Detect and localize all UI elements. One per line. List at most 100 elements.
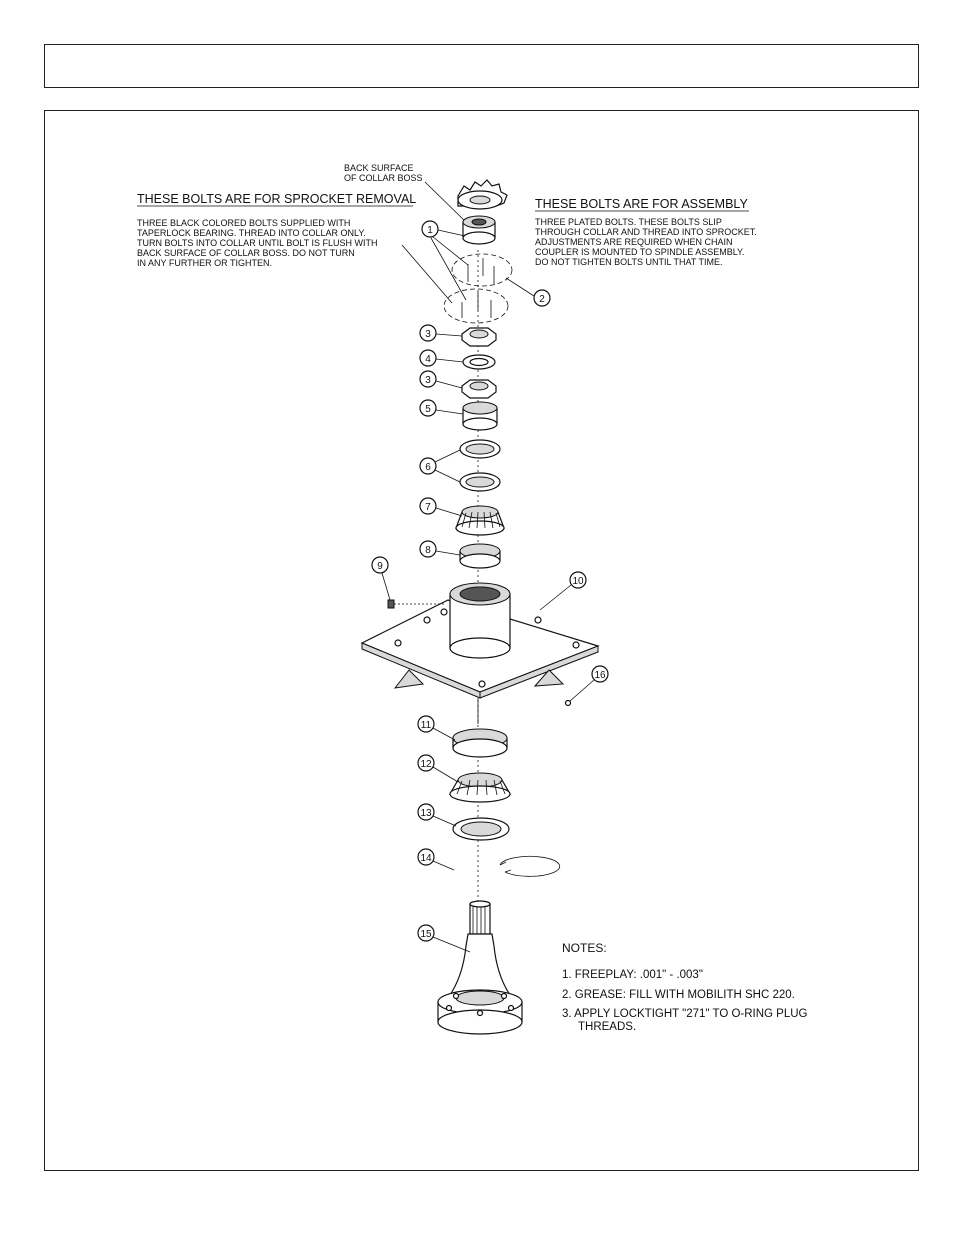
callout-5-circle <box>419 399 437 417</box>
leader-10 <box>539 584 572 611</box>
leader-3a <box>435 333 463 337</box>
spacer <box>462 401 498 431</box>
leader-9 <box>381 572 391 601</box>
callout-16-label: 16 <box>594 670 606 681</box>
sprocket <box>457 179 508 210</box>
leader-2 <box>505 277 535 297</box>
callout-6-circle <box>419 457 437 475</box>
seal-upper <box>459 439 501 459</box>
taperlock-collar <box>462 215 496 245</box>
leader-5 <box>435 409 464 415</box>
callout-12-circle <box>417 754 435 772</box>
callout-15-circle <box>417 924 435 942</box>
callout-3a-label: 3 <box>425 329 431 340</box>
right-line-4: COUPLER IS MOUNTED TO SPINDLE ASSEMBLY. <box>535 247 744 257</box>
leader-4 <box>435 358 464 363</box>
assembly-bolts <box>467 258 495 284</box>
leader-1b <box>432 236 469 266</box>
left-heading: THESE BOLTS ARE FOR SPROCKET REMOVAL <box>137 192 416 206</box>
callout-5-label: 5 <box>425 404 431 415</box>
leader-6b <box>434 469 461 483</box>
leader-13 <box>432 815 457 827</box>
diagram-frame <box>44 110 919 1171</box>
o-ring-plug <box>564 699 572 707</box>
callout-11-circle <box>417 715 435 733</box>
notes-heading: NOTES: <box>562 941 607 955</box>
right-heading: THESE BOLTS ARE FOR ASSEMBLY <box>535 197 748 211</box>
spindle-shaft <box>437 900 523 1035</box>
leader-11 <box>432 727 456 741</box>
left-line-1: THREE BLACK COLORED BOLTS SUPPLIED WITH <box>137 218 350 228</box>
back-surface-label-line2: OF COLLAR BOSS <box>344 173 423 183</box>
removal-bolts <box>461 292 492 318</box>
leader-12 <box>432 766 459 783</box>
callout-13-circle <box>417 803 435 821</box>
callout-10-label: 10 <box>572 576 584 587</box>
callout-4-label: 4 <box>425 354 431 365</box>
header-box <box>44 44 919 88</box>
lock-nut-bottom <box>461 379 497 399</box>
leader-3b <box>435 380 463 389</box>
right-line-3: ADJUSTMENTS ARE REQUIRED WHEN CHAIN <box>535 237 733 247</box>
callout-2-circle <box>533 289 551 307</box>
note-1: 1. FREEPLAY: .001" - .003" <box>562 969 703 981</box>
left-line-5: IN ANY FURTHER OR TIGHTEN. <box>137 258 272 268</box>
callout-10-circle <box>569 571 587 589</box>
callout-12-label: 12 <box>420 759 432 770</box>
left-line-4: BACK SURFACE OF COLLAR BOSS. DO NOT TURN <box>137 248 355 258</box>
bearing-cone-lower <box>448 772 512 803</box>
assembly-bolts-circle <box>451 253 513 287</box>
right-line-1: THREE PLATED BOLTS. THESE BOLTS SLIP <box>535 217 722 227</box>
callout-16-circle <box>591 665 609 683</box>
callout-13-label: 13 <box>420 808 432 819</box>
back-surface-label-line1: BACK SURFACE <box>344 163 414 173</box>
callout-7-circle <box>419 497 437 515</box>
leader-15 <box>432 936 471 953</box>
callout-3b-label: 3 <box>425 375 431 386</box>
note-3-continued: THREADS. <box>578 1021 636 1033</box>
callout-9-circle <box>371 556 389 574</box>
callout-14-circle <box>417 848 435 866</box>
leader-6a <box>434 449 461 463</box>
bearing-cup-lower <box>452 728 508 758</box>
left-line-2: TAPERLOCK BEARING. THREAD INTO COLLAR ON… <box>137 228 366 238</box>
note-2: 2. GREASE: FILL WITH MOBILITH SHC 220. <box>562 989 795 1001</box>
callout-4-circle <box>419 349 437 367</box>
leader-1a <box>437 229 466 237</box>
seal-lower <box>459 472 501 492</box>
grease-fitting <box>387 599 446 609</box>
callout-11-label: 11 <box>421 720 432 731</box>
callout-1-label: 1 <box>427 225 433 236</box>
callout-3b-circle <box>419 370 437 388</box>
callout-9-label: 9 <box>377 561 383 572</box>
removal-bolts-circle <box>443 288 509 324</box>
leader-8 <box>435 550 461 556</box>
callout-3a-circle <box>419 324 437 342</box>
callout-14-label: 14 <box>420 853 432 864</box>
bearing-cone-upper <box>455 505 505 536</box>
leader-7 <box>435 507 463 517</box>
callout-7-label: 7 <box>425 502 431 513</box>
right-line-5: DO NOT TIGHTEN BOLTS UNTIL THAT TIME. <box>535 257 723 267</box>
snap-ring <box>499 855 561 877</box>
leader-back-surface <box>424 181 471 227</box>
bearing-cup-upper <box>459 543 501 569</box>
seal-bottom <box>452 817 510 841</box>
leader-1c <box>430 237 467 301</box>
left-line-3: TURN BOLTS INTO COLLAR UNTIL BOLT IS FLU… <box>137 238 378 248</box>
leader-left-bolts <box>401 244 453 304</box>
callout-8-circle <box>419 540 437 558</box>
callout-15-label: 15 <box>420 929 432 940</box>
callout-2-label: 2 <box>539 294 545 305</box>
callout-8-label: 8 <box>425 545 431 556</box>
spindle-housing <box>360 582 600 724</box>
lock-nut-top <box>461 327 497 347</box>
note-3: 3. APPLY LOCKTIGHT "271" TO O-RING PLUG <box>562 1008 808 1020</box>
leader-16 <box>569 679 595 702</box>
leader-14 <box>432 860 455 871</box>
callout-6-label: 6 <box>425 462 431 473</box>
lock-washer <box>462 354 496 370</box>
callout-1-circle <box>421 220 439 238</box>
right-line-2: THROUGH COLLAR AND THREAD INTO SPROCKET. <box>535 227 757 237</box>
